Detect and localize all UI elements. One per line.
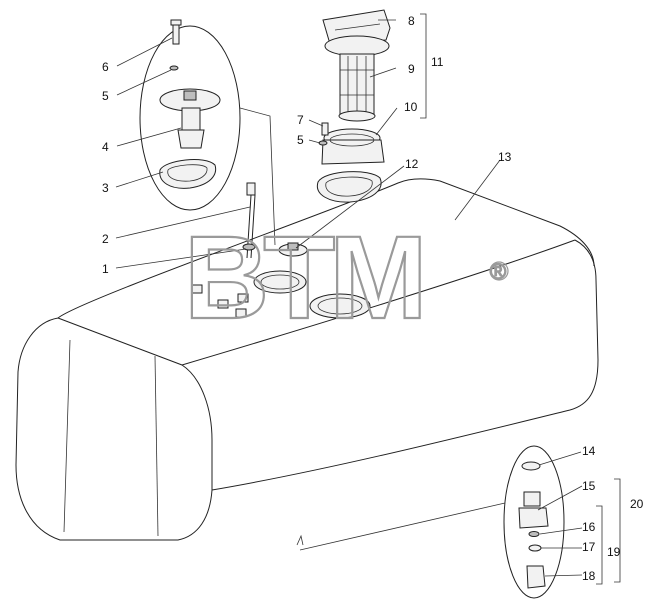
- detail-ellipse-left: [139, 19, 241, 211]
- part-17: [528, 544, 542, 552]
- callout-labels: 6 5 4 3 2 1 7 5 8 9 10 11 12 13 14 15 16…: [102, 14, 644, 583]
- watermark-registered-mark: ®: [490, 259, 506, 284]
- callout-20: 20: [630, 497, 644, 511]
- callout-6: 6: [102, 60, 109, 74]
- plug-part-18: [526, 565, 546, 589]
- callout-10: 10: [404, 100, 418, 114]
- callout-17: 17: [582, 540, 596, 554]
- watermark-text: BTM: [184, 212, 422, 344]
- fitting-part-15: [523, 491, 541, 507]
- callout-12: 12: [405, 157, 419, 171]
- callout-14: 14: [582, 444, 596, 458]
- callout-18: 18: [582, 569, 596, 583]
- callout-2: 2: [102, 232, 109, 246]
- callout-1: 1: [102, 262, 109, 276]
- washer-part-5b: [318, 140, 328, 146]
- washer-part-5: [169, 65, 179, 71]
- callout-15: 15: [582, 479, 596, 493]
- watermark: BTM ®: [183, 211, 509, 345]
- ring-part-14: [521, 461, 541, 471]
- part-1: [242, 243, 256, 251]
- callout-13: 13: [498, 150, 512, 164]
- callout-5b: 5: [297, 133, 304, 147]
- leader-lines: [115, 13, 621, 585]
- callout-5: 5: [102, 89, 109, 103]
- tank-top-parts: [191, 182, 371, 319]
- fuel-tank: [15, 178, 599, 541]
- bolt-part-7: [321, 122, 329, 136]
- callout-9: 9: [408, 62, 415, 76]
- part-16: [528, 531, 540, 537]
- callout-4: 4: [102, 140, 109, 154]
- callout-16: 16: [582, 520, 596, 534]
- detail-ellipse-right: [296, 445, 565, 599]
- callout-19: 19: [607, 545, 621, 559]
- callout-8: 8: [408, 14, 415, 28]
- callout-11: 11: [431, 55, 444, 69]
- sender-assembly: [316, 9, 391, 203]
- callout-3: 3: [102, 181, 109, 195]
- callout-7: 7: [297, 113, 304, 127]
